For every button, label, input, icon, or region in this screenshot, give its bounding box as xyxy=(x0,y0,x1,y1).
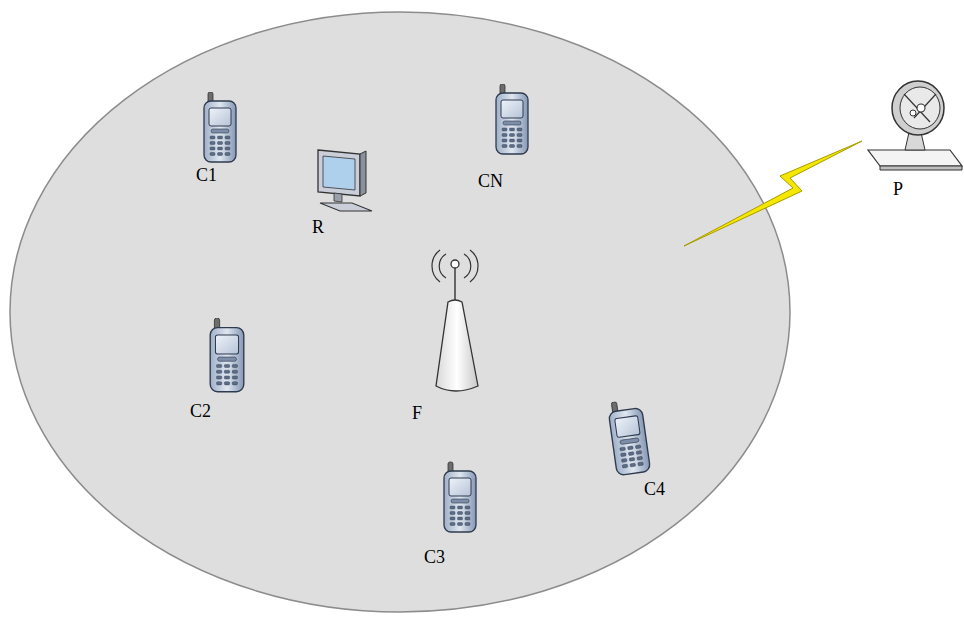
phone-c2 xyxy=(210,318,244,392)
phone-cn xyxy=(496,84,528,154)
device-label: CN xyxy=(478,172,503,192)
satellite-dish-p xyxy=(868,81,962,170)
device-label: P xyxy=(893,180,903,200)
phone-c4 xyxy=(607,398,651,475)
phone-c3 xyxy=(444,462,476,532)
base-station-f xyxy=(432,250,478,391)
device-label: C1 xyxy=(196,166,217,186)
device-label: C2 xyxy=(190,402,211,422)
device-label: C3 xyxy=(424,548,445,568)
monitor-r xyxy=(318,150,372,211)
coverage-area xyxy=(10,12,790,612)
phone-c1 xyxy=(204,92,236,162)
device-label: R xyxy=(312,218,324,238)
device-label: C4 xyxy=(644,480,665,500)
wireless-link xyxy=(684,141,862,246)
device-label: F xyxy=(412,404,422,424)
